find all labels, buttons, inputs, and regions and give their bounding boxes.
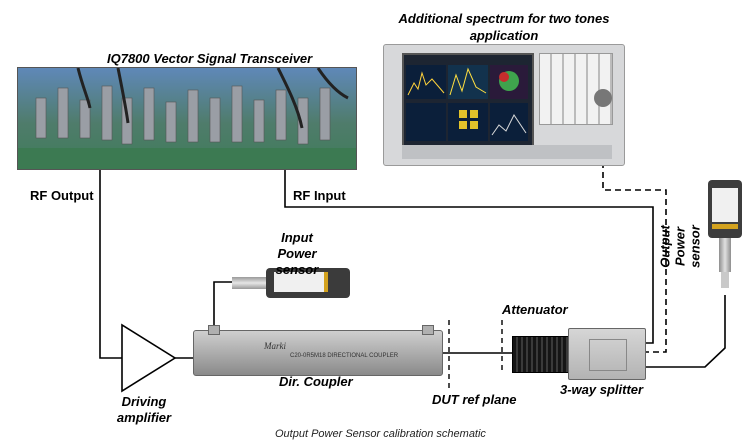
coupler-model: C20-0R5M18 DIRECTIONAL COUPLER [290, 353, 399, 359]
analyzer-screen [402, 53, 534, 147]
input-power-sensor [232, 268, 350, 298]
analyzer-title: Additional spectrum for two tones applic… [398, 11, 610, 43]
diagram-caption: Output Power Sensor calibration schemati… [275, 428, 486, 440]
coupler-brand: Marki [264, 341, 286, 351]
input-sensor-label: Input Power sensor [275, 230, 319, 277]
dut-ref-plane-label: DUT ref plane [432, 392, 517, 407]
output-sensor-connector [719, 238, 731, 272]
output-sensor-label: Output Power sensor [657, 225, 703, 268]
three-way-splitter [568, 328, 646, 380]
input-sensor-cable [213, 281, 232, 330]
amplifier-label: Driving amplifier [116, 394, 172, 425]
directional-coupler: Marki C20-0R5M18 DIRECTIONAL COUPLER [193, 325, 443, 376]
coupler-label: Dir. Coupler [279, 374, 353, 389]
signal-analyzer [383, 44, 625, 166]
analyzer-knob [594, 89, 612, 107]
output-power-sensor [708, 180, 742, 292]
iq7800-transceiver [17, 67, 357, 170]
splitter-label: 3-way splitter [560, 382, 644, 397]
output-sensor-cable [645, 295, 726, 368]
attenuator [512, 336, 570, 373]
rf-input-label: RF Input [293, 188, 346, 203]
rf-output-line [99, 168, 122, 359]
rf-input-line [284, 150, 654, 344]
transceiver-title: IQ7800 Vector Signal Transceiver [107, 51, 313, 66]
output-sensor-body [708, 180, 742, 238]
attenuator-label: Attenuator [502, 302, 568, 317]
rf-output-label: RF Output [30, 188, 94, 203]
analyzer-dashed-line [602, 162, 667, 353]
analyzer-ports [402, 145, 612, 159]
